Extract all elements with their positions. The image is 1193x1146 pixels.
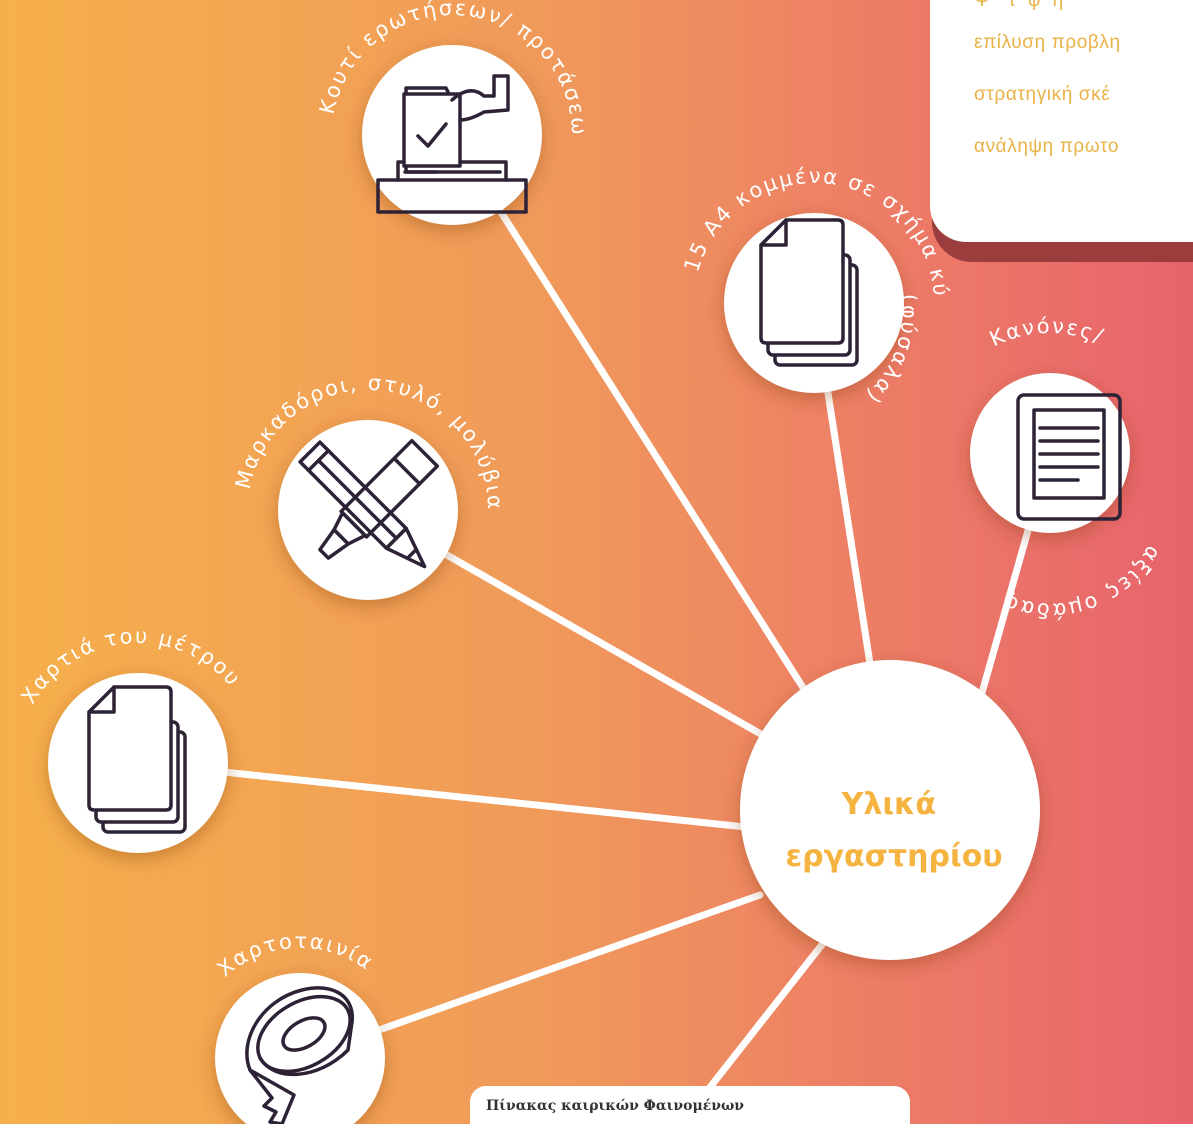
tape-roll-icon bbox=[245, 986, 354, 1124]
center-title-line2: εργαστηρίου bbox=[785, 839, 1002, 874]
callout-line-partial: Ψ τ φ η bbox=[974, 0, 1064, 11]
callout-line: επίλυση προβλη bbox=[974, 32, 1121, 53]
node-label-rules: Κανόνες/ bbox=[986, 314, 1108, 351]
connector-ballot-box bbox=[448, 131, 839, 742]
callout-panel: Ψ τ φ η επίλυση προβλη στρατηγική σκέ αν… bbox=[930, 0, 1193, 242]
connector-flipchart-paper bbox=[134, 759, 759, 832]
callout-line: στρατηγική σκέ bbox=[974, 84, 1111, 105]
weather-board-label-card: Πίνακας καιρικών Φαινομένων bbox=[470, 1086, 910, 1146]
paper-stack-icon bbox=[87, 685, 187, 834]
center-circle bbox=[740, 660, 1040, 960]
weather-board-label: Πίνακας καιρικών Φαινομένων bbox=[486, 1098, 744, 1114]
ballot-box-icon bbox=[376, 74, 528, 214]
documents-stack-icon bbox=[759, 218, 859, 367]
center-title: Υλικά εργαστηρίου bbox=[785, 787, 1002, 874]
pencil-marker-icon bbox=[298, 438, 440, 569]
node-circles bbox=[48, 45, 1130, 1124]
callout-line: ανάληψη πρωτο bbox=[974, 136, 1120, 157]
center-title-line1: Υλικά bbox=[841, 787, 936, 822]
document-lines-icon bbox=[1016, 393, 1122, 521]
